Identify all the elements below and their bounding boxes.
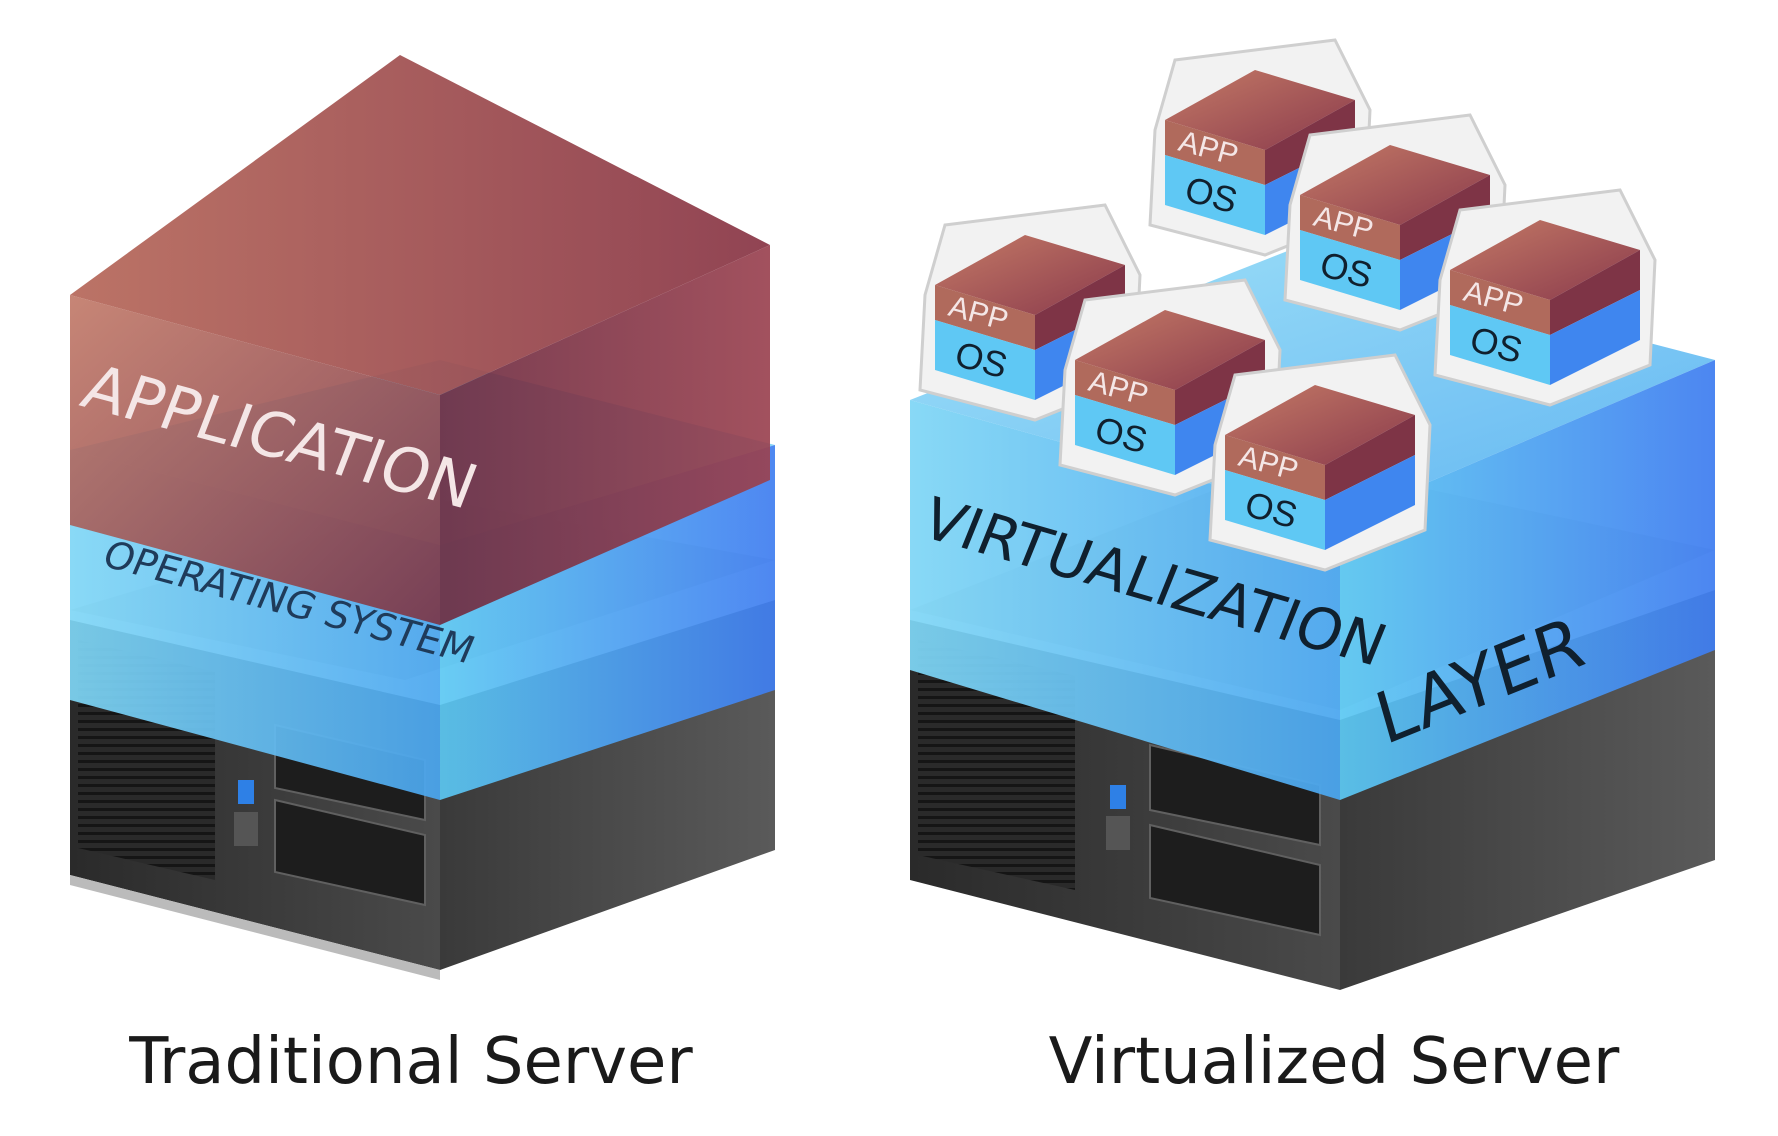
- traditional-server-caption: Traditional Server: [129, 1025, 693, 1099]
- application-layer: APPLICATION: [70, 55, 770, 625]
- traditional-server-stack: OPERATING SYSTEM APPLICATION: [70, 55, 775, 980]
- vm-cube: APP OS: [1433, 188, 1657, 407]
- vm-cube: APP OS: [1208, 353, 1432, 572]
- virtualized-server-caption: Virtualized Server: [1048, 1025, 1620, 1099]
- virtualized-server-stack: VIRTUALIZATION LAYER APP OS APP OS: [910, 38, 1715, 990]
